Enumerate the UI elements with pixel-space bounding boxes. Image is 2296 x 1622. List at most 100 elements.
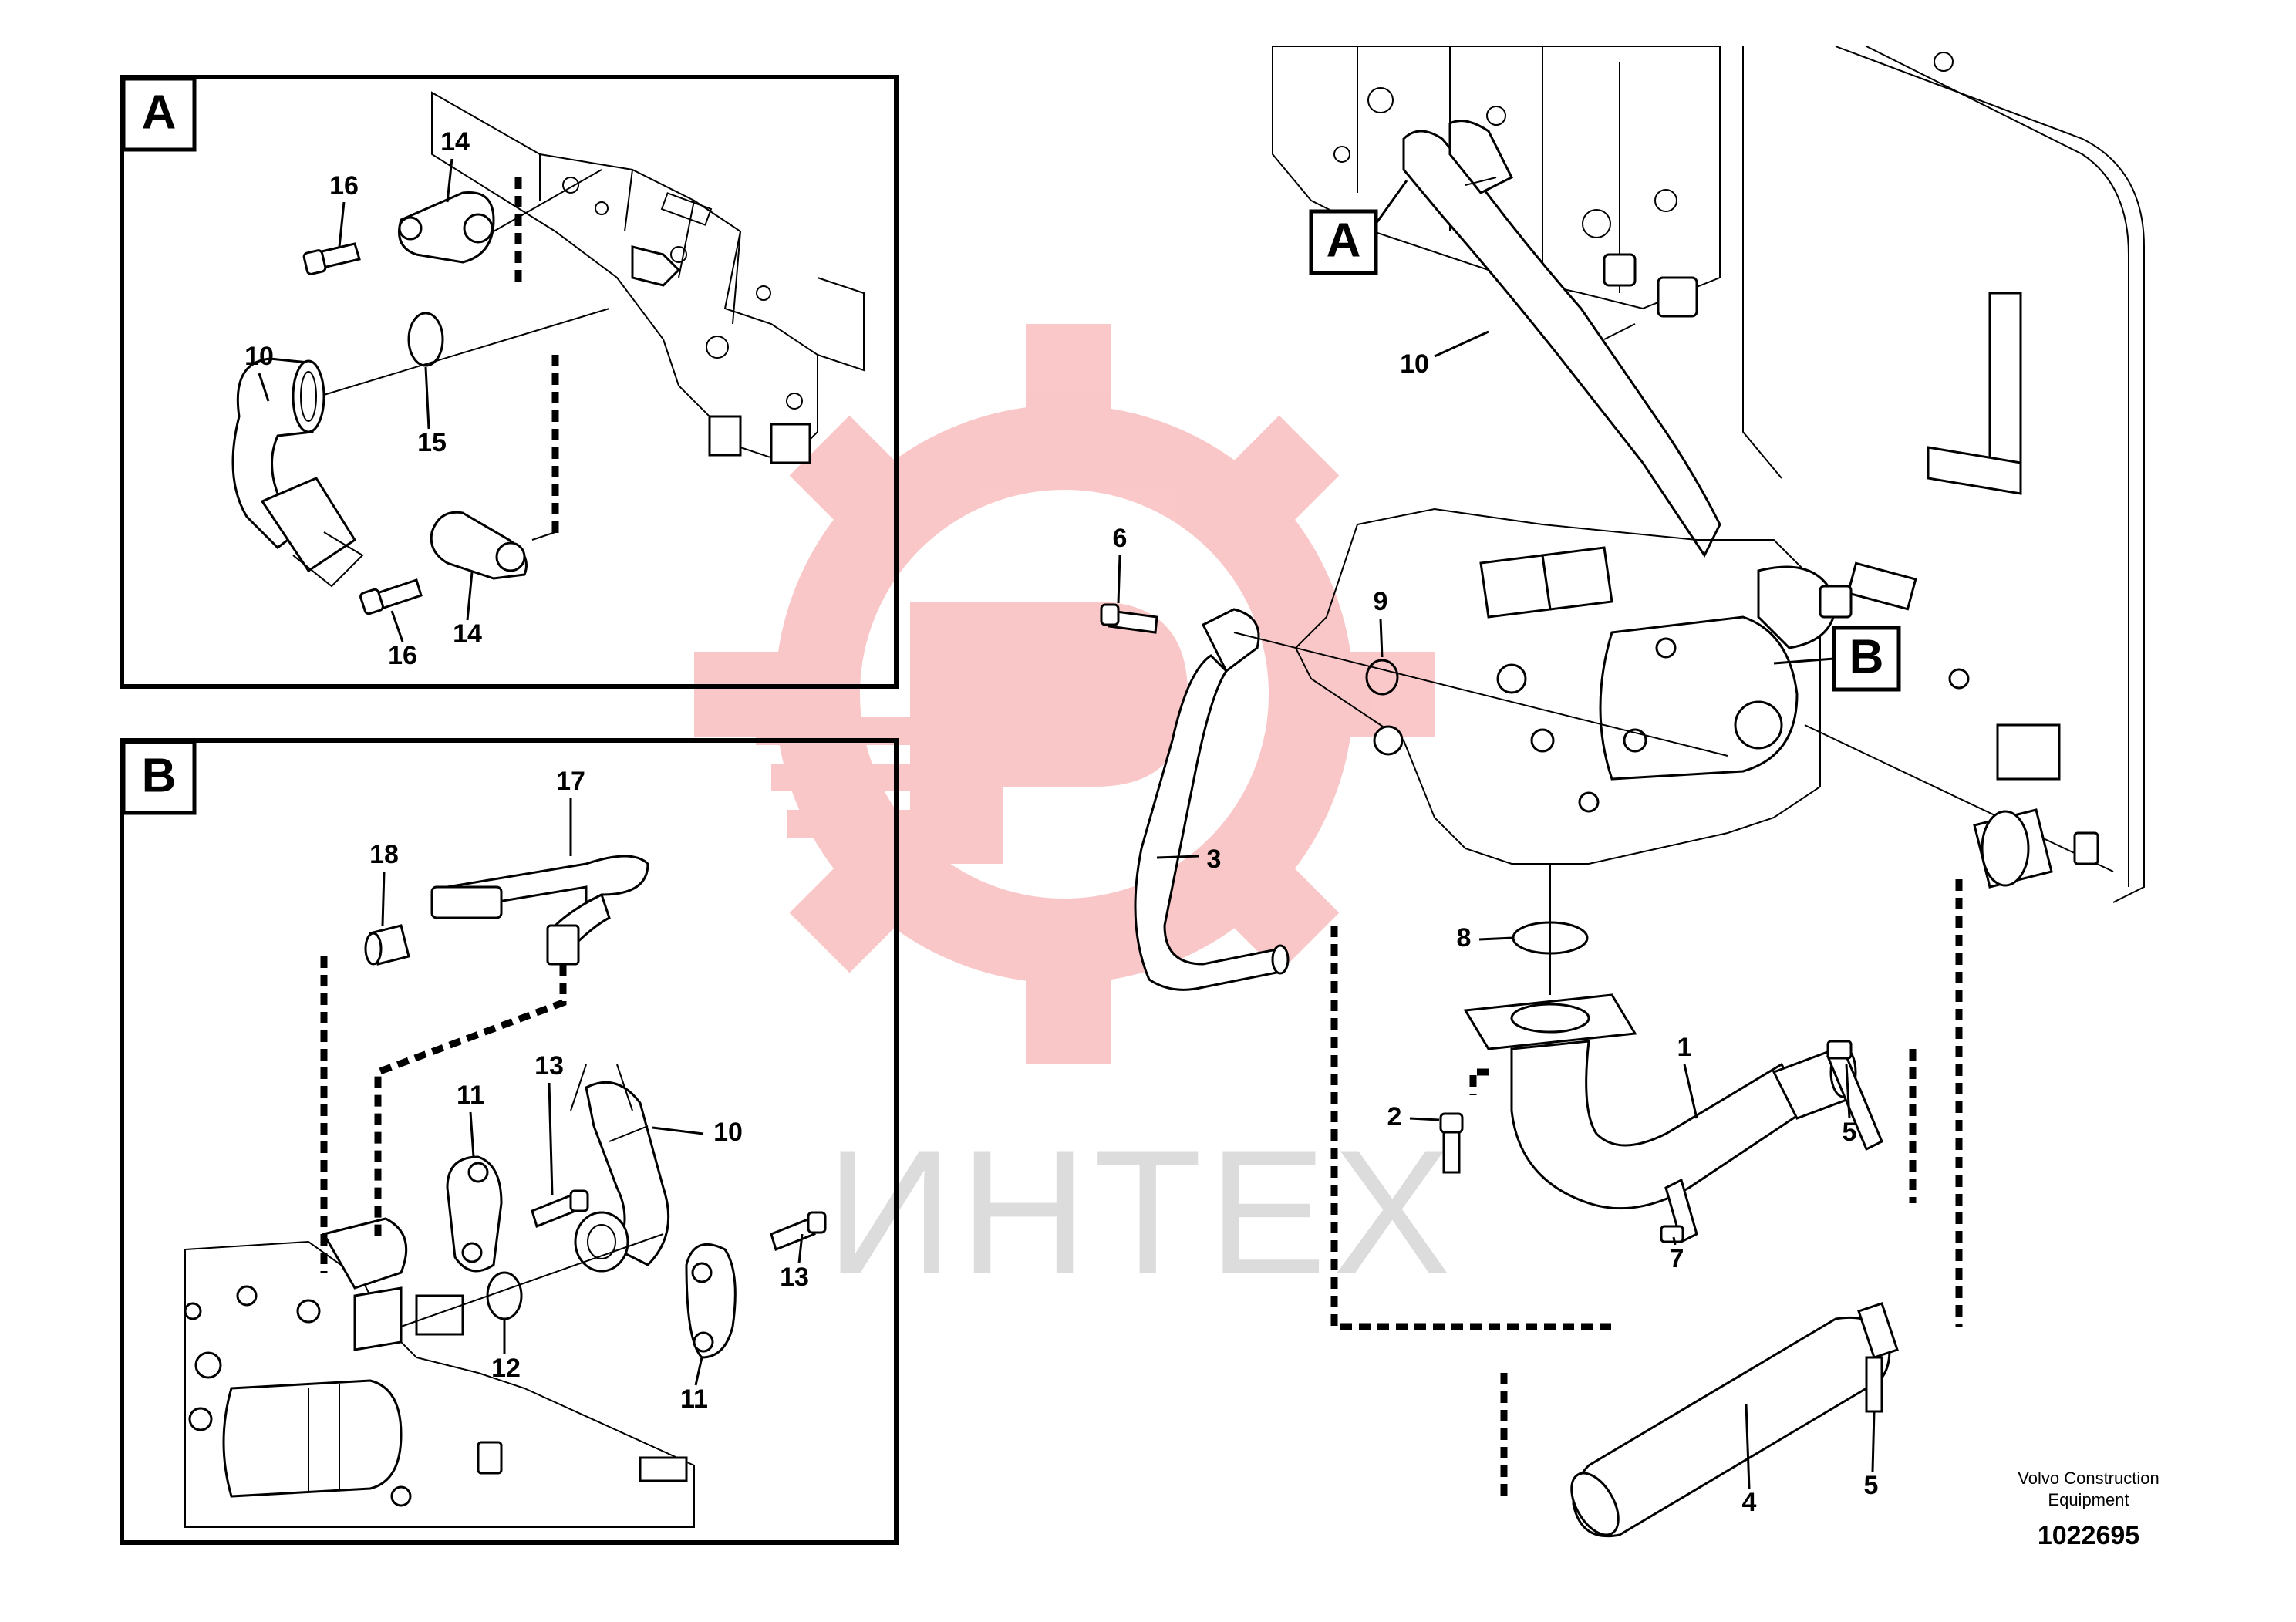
detail-a-panel: A: [120, 75, 899, 689]
callout-6: 6: [1113, 524, 1128, 553]
leader-14-bottom: [466, 572, 474, 621]
leader-3: [1156, 855, 1199, 859]
leader-13-top: [548, 1082, 554, 1196]
guide-line-a2: [531, 531, 556, 541]
leader-14-top: [446, 158, 453, 203]
machine-frame: [1742, 46, 2145, 903]
leader-11-top: [469, 1111, 475, 1158]
publisher-block: Volvo Construction Equipment 1022695: [2018, 1469, 2159, 1550]
ref-b-label: B: [1849, 630, 1884, 683]
bolt-16-bottom: [359, 578, 423, 615]
publisher-line-2: Equipment: [2048, 1490, 2129, 1509]
guide-line-a1: [323, 308, 610, 396]
gear-logo-watermark: [694, 324, 1435, 1064]
leader-2: [1409, 1117, 1440, 1121]
watermark: ИНТЕХ: [694, 324, 1458, 1311]
guide-line-m1: [1233, 632, 1728, 757]
bolt-6: [1100, 603, 1158, 634]
leader-1: [1683, 1064, 1698, 1119]
guide-line-b1: [400, 1233, 664, 1327]
callout-1: 1: [1677, 1033, 1692, 1062]
pipe-3: [1134, 608, 1290, 991]
half-flange-11-top: [446, 1155, 503, 1273]
clamp-7: [1660, 1178, 1698, 1244]
leader-16-bottom: [390, 610, 404, 642]
leader-10-a: [258, 373, 270, 402]
detail-a-label: A: [142, 86, 177, 139]
leader-10-b: [652, 1126, 704, 1135]
callout-10-b: 10: [713, 1118, 743, 1147]
ref-a-leader: [1374, 180, 1408, 224]
callout-9: 9: [1374, 587, 1388, 616]
callout-10-main: 10: [1400, 349, 1429, 379]
callout-5-top: 5: [1843, 1118, 1857, 1147]
callout-13-bottom: 13: [780, 1263, 809, 1292]
hose-10-elbow: [231, 357, 364, 588]
callout-7: 7: [1670, 1244, 1684, 1273]
callout-13-top: 13: [534, 1051, 564, 1081]
guide-dash-m2: [1469, 1068, 1489, 1095]
publication-number: 1022695: [2038, 1521, 2139, 1550]
half-flange-14-top: [398, 191, 495, 264]
bolt-13-bottom: [770, 1211, 827, 1252]
leader-5-top: [1845, 1064, 1851, 1119]
callout-16-bottom: 16: [388, 641, 417, 670]
leader-6: [1117, 555, 1121, 604]
hose-4: [1570, 1302, 1899, 1538]
hose-10-end: [570, 1064, 670, 1273]
half-flange-14-bottom: [430, 511, 528, 580]
guide-dash-b2: [374, 964, 567, 1242]
publisher-line-1: Volvo Construction: [2018, 1469, 2159, 1488]
tube-17: [430, 855, 649, 966]
callout-5-bottom: 5: [1864, 1471, 1879, 1500]
o-ring-9: [1365, 659, 1399, 696]
o-ring-15: [407, 312, 444, 367]
callout-14-bottom: 14: [453, 619, 482, 649]
callout-4: 4: [1742, 1488, 1757, 1517]
detail-b-panel: B: [120, 738, 899, 1545]
callout-8: 8: [1457, 923, 1472, 953]
guide-dash-m1: [1330, 926, 1612, 1330]
leader-18: [381, 871, 386, 926]
leader-16-top: [338, 201, 346, 248]
main-assembly: A B 10 6 9 3 8 1 2 5 7 4 5: [1100, 46, 2145, 1538]
clamp-5-top: [1826, 1040, 1883, 1152]
detail-b-border: [120, 738, 899, 1545]
detail-b-label-box: [121, 740, 197, 815]
leader-9: [1379, 618, 1384, 658]
half-flange-11-bottom: [685, 1243, 737, 1359]
watermark-text: ИНТЕХ: [826, 1113, 1458, 1311]
bolt-2: [1439, 1112, 1464, 1174]
leader-13-bottom: [797, 1233, 804, 1264]
leader-5-bottom: [1871, 1411, 1876, 1472]
callout-11-bottom: 11: [680, 1384, 708, 1414]
leader-8: [1478, 936, 1514, 941]
guide-line-a3: [493, 169, 602, 232]
leader-11-bottom: [694, 1357, 703, 1386]
callout-15: 15: [417, 428, 447, 457]
bolt-16-top: [302, 242, 361, 275]
leader-4: [1745, 1403, 1751, 1489]
bolt-13-top: [531, 1189, 589, 1229]
callout-2: 2: [1387, 1102, 1402, 1131]
callout-16-top: 16: [329, 171, 359, 201]
hose-10-main: [1402, 120, 1721, 558]
ref-b-box: B: [1773, 626, 1901, 692]
leader-15: [424, 366, 430, 430]
callout-3: 3: [1207, 845, 1222, 874]
leader-7: [1672, 1236, 1677, 1246]
ref-a-box: A: [1309, 180, 1408, 275]
callout-18: 18: [369, 840, 399, 869]
detail-a-border: [120, 75, 899, 689]
fitting-18: [364, 924, 410, 966]
main-pump: [1294, 508, 1853, 865]
leader-10-main: [1434, 330, 1489, 358]
pump-assembly-b: [184, 1217, 695, 1528]
detail-a-label-box: [121, 76, 197, 152]
callout-17: 17: [556, 767, 585, 796]
callout-14-top: 14: [440, 127, 470, 157]
filler-cap: [1973, 808, 2099, 889]
callout-11-top: 11: [457, 1081, 484, 1110]
control-valve-block: [431, 91, 865, 464]
